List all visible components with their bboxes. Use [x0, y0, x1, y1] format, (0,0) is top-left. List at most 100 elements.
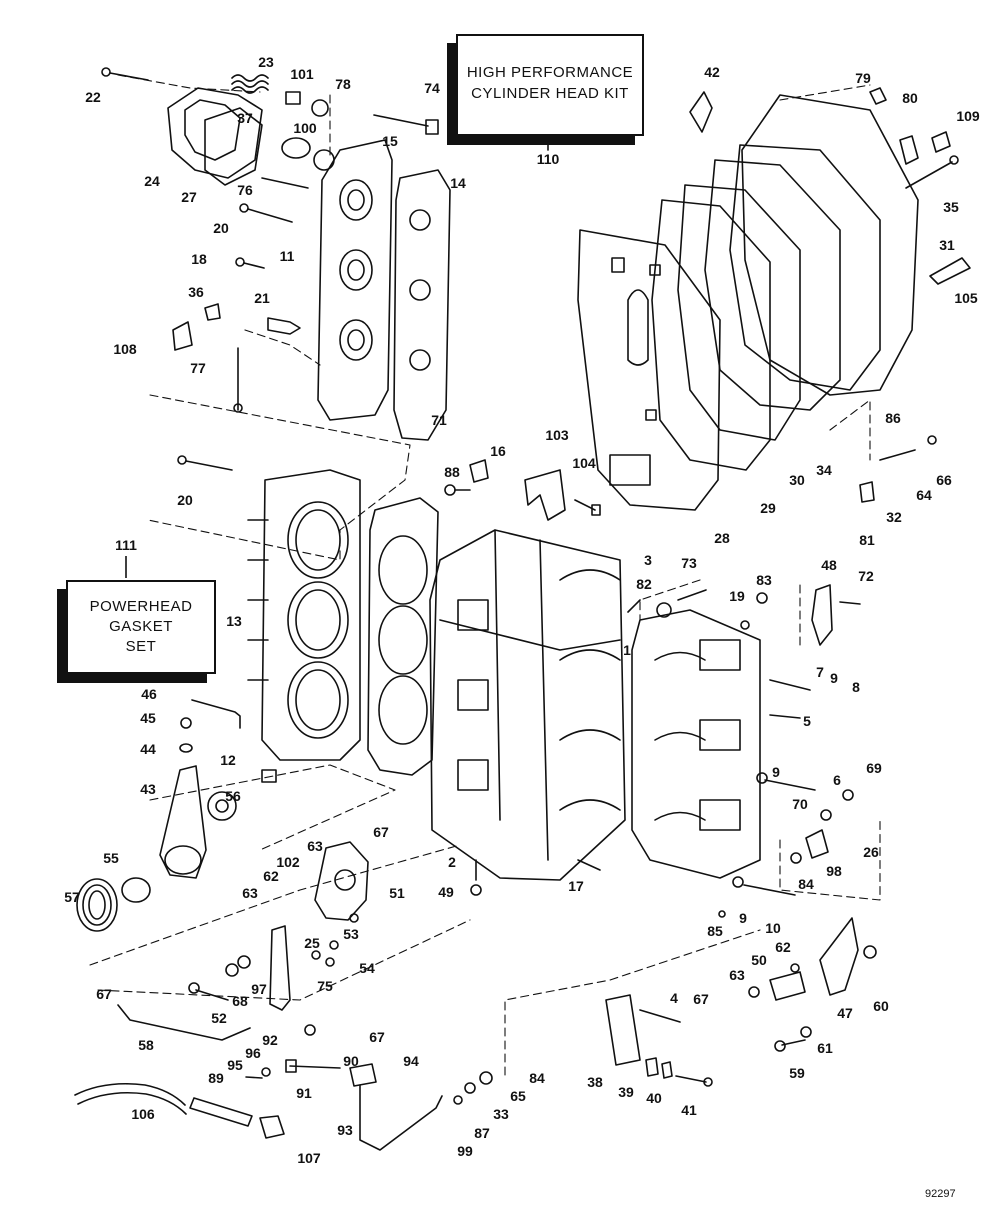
callout-76: 76 [237, 182, 253, 198]
assembly-line [779, 819, 881, 901]
callout-90: 90 [343, 1053, 359, 1069]
callout-32: 32 [886, 509, 902, 525]
callout-71: 71 [431, 412, 447, 428]
kit-box-line1: HIGH PERFORMANCE [466, 64, 634, 81]
callout-80: 80 [902, 90, 918, 106]
callout-58: 58 [138, 1037, 154, 1053]
callout-67: 67 [369, 1029, 385, 1045]
callout-96: 96 [245, 1045, 261, 1061]
callout-108: 108 [113, 341, 137, 357]
kit-box-line1: POWERHEAD [89, 598, 193, 615]
arm-47 [819, 917, 859, 996]
callout-100: 100 [293, 120, 317, 136]
callout-73: 73 [681, 555, 697, 571]
callout-65: 65 [510, 1088, 526, 1104]
rod-58 [117, 1004, 251, 1041]
callout-82: 82 [636, 576, 652, 592]
bolt-20-top [239, 203, 293, 223]
callout-22: 22 [85, 89, 101, 105]
bolt-22 [101, 67, 149, 81]
assembly-line [639, 579, 701, 621]
callout-17: 17 [568, 878, 584, 894]
callout-75: 75 [317, 978, 333, 994]
callout-50: 50 [751, 952, 767, 968]
callout-12: 12 [220, 752, 236, 768]
callout-46: 46 [141, 686, 157, 702]
callout-72: 72 [858, 568, 874, 584]
callout-78: 78 [335, 76, 351, 92]
rod-76 [261, 177, 309, 189]
callout-19: 19 [729, 588, 745, 604]
cam-51 [314, 841, 369, 921]
gasket-28 [577, 229, 721, 511]
callout-59: 59 [789, 1065, 805, 1081]
assembly-line [89, 844, 461, 966]
callout-109: 109 [956, 108, 980, 124]
callout-74: 74 [424, 80, 440, 96]
callout-63: 63 [242, 885, 258, 901]
callout-8: 8 [852, 679, 860, 695]
callout-30: 30 [789, 472, 805, 488]
callout-45: 45 [140, 710, 156, 726]
bracket-103 [524, 469, 566, 521]
callout-68: 68 [232, 993, 248, 1009]
callout-52: 52 [211, 1010, 227, 1026]
callout-47: 47 [837, 1005, 853, 1021]
callout-9: 9 [830, 670, 838, 686]
callout-51: 51 [389, 885, 405, 901]
assembly-line [97, 919, 471, 1001]
kit-box-cylinder-head: HIGH PERFORMANCE CYLINDER HEAD KIT [456, 34, 644, 136]
callout-2: 2 [448, 854, 456, 870]
callout-106: 106 [131, 1106, 155, 1122]
spring-57 [76, 878, 118, 932]
callout-33: 33 [493, 1106, 509, 1122]
throttle-arm-43 [159, 765, 207, 879]
callout-77: 77 [190, 360, 206, 376]
callout-101: 101 [290, 66, 314, 82]
callout-97: 97 [251, 981, 267, 997]
assembly-line [147, 394, 411, 561]
gasket-71 [367, 497, 439, 776]
callout-40: 40 [646, 1090, 662, 1106]
callout-70: 70 [792, 796, 808, 812]
callout-89: 89 [208, 1070, 224, 1086]
callout-43: 43 [140, 781, 156, 797]
callout-63: 63 [729, 967, 745, 983]
callout-62: 62 [263, 868, 279, 884]
callout-110: 110 [536, 151, 560, 167]
callout-35: 35 [943, 199, 959, 215]
callout-111: 111 [115, 537, 137, 553]
assembly-line [504, 929, 761, 1076]
gasket-14 [393, 169, 451, 441]
cylinder-head-13 [261, 469, 361, 761]
callout-67: 67 [693, 991, 709, 1007]
callout-84: 84 [798, 876, 814, 892]
callout-84: 84 [529, 1070, 545, 1086]
callout-16: 16 [490, 443, 506, 459]
cylinder-head-15 [317, 139, 393, 421]
callout-53: 53 [343, 926, 359, 942]
callout-10: 10 [765, 920, 781, 936]
spring-23 [231, 74, 269, 94]
callout-55: 55 [103, 850, 119, 866]
callout-34: 34 [816, 462, 832, 478]
clamp-38 [605, 994, 641, 1066]
callout-81: 81 [859, 532, 875, 548]
callout-83: 83 [756, 572, 772, 588]
callout-91: 91 [296, 1085, 312, 1101]
callout-105: 105 [954, 290, 978, 306]
callout-23: 23 [258, 54, 274, 70]
callout-11: 11 [279, 248, 295, 264]
callout-99: 99 [457, 1143, 473, 1159]
callout-67: 67 [373, 824, 389, 840]
callout-6: 6 [833, 772, 841, 788]
assembly-line [829, 399, 871, 461]
callout-25: 25 [304, 935, 320, 951]
callout-20: 20 [177, 492, 193, 508]
callout-28: 28 [714, 530, 730, 546]
crankcase-half [631, 609, 761, 879]
callout-102: 102 [276, 854, 300, 870]
callout-1: 1 [623, 642, 631, 658]
callout-60: 60 [873, 998, 889, 1014]
